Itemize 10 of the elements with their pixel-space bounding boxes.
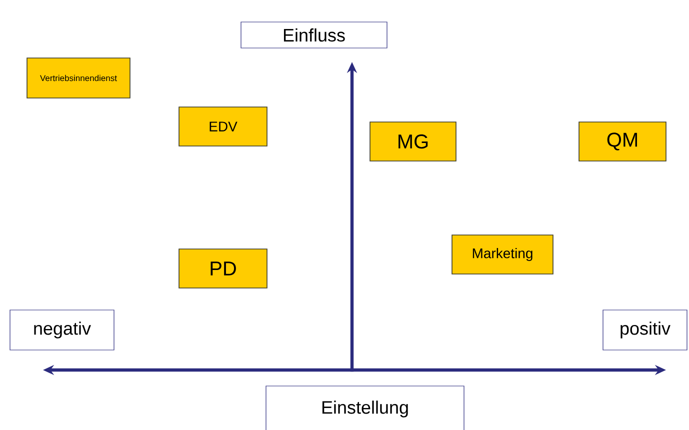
stakeholder-box: Vertriebsinnendienst: [26, 58, 130, 98]
axis-label-box: Einstellung: [266, 386, 464, 430]
axis-label-box: negativ: [10, 310, 114, 350]
stakeholder-box: Marketing: [452, 234, 554, 274]
stakeholder-box: MG: [370, 122, 456, 162]
axis-label-box: Einfluss: [240, 22, 388, 48]
axis-label-box: positiv: [602, 310, 688, 350]
stakeholder-box: QM: [578, 122, 666, 162]
stakeholder-box: EDV: [178, 106, 268, 146]
stakeholder-box: PD: [178, 248, 268, 288]
